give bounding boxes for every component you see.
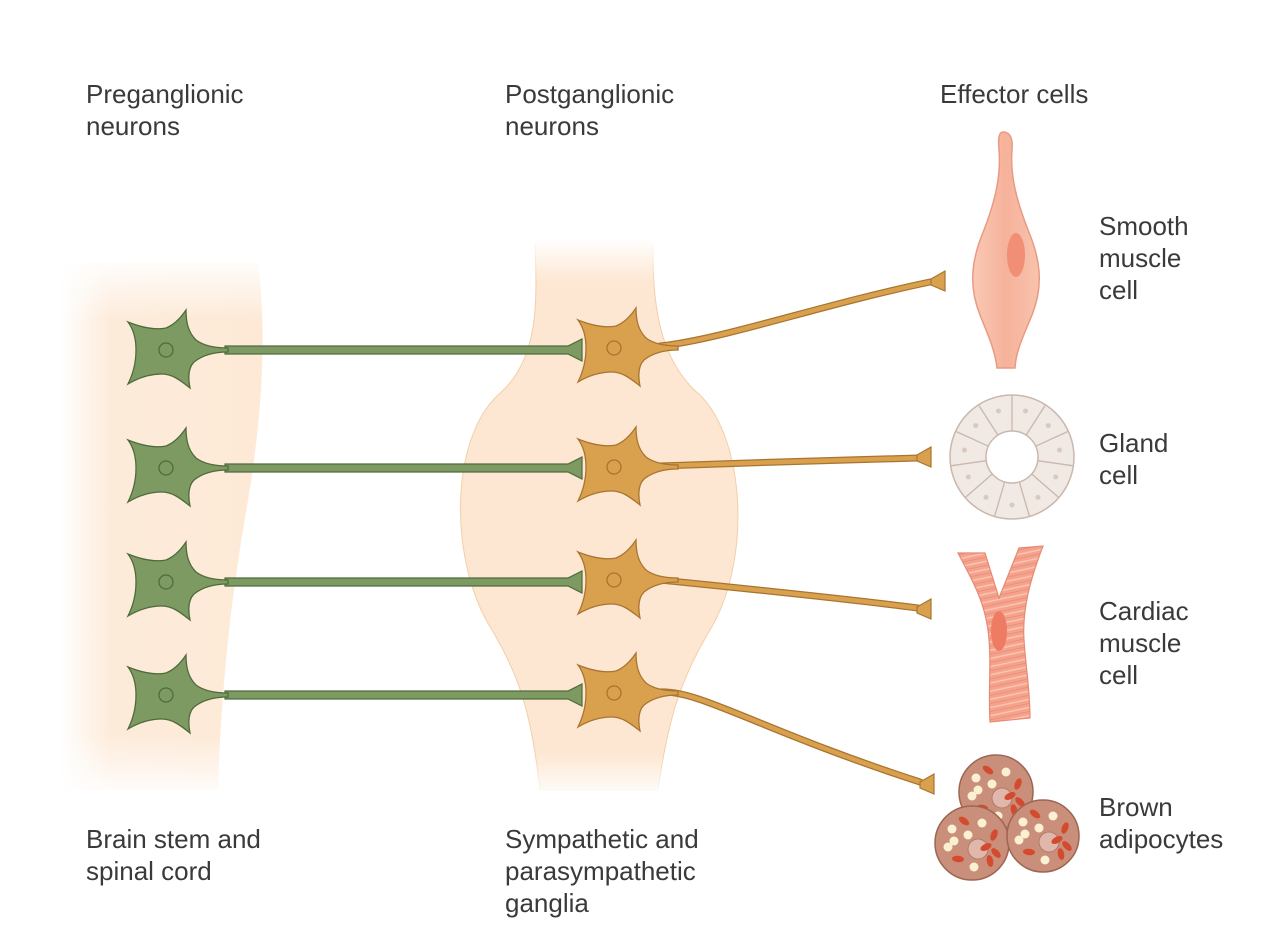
nucleus-icon	[606, 459, 622, 475]
preganglionic-header: Preganglionic neurons	[86, 79, 244, 141]
axon-terminal	[916, 597, 932, 620]
nucleus-icon	[606, 340, 622, 356]
gland-cell-border	[993, 481, 1006, 517]
nucleus-icon	[158, 460, 174, 476]
preganglionic-neuron	[126, 307, 583, 390]
adipocyte-cell	[934, 805, 1010, 881]
axon-terminal	[930, 269, 946, 292]
gland-cell-border	[1025, 404, 1047, 436]
postganglionic-soma	[576, 424, 679, 507]
nucleus-icon	[158, 574, 174, 590]
preganglionic-neurons	[126, 307, 583, 735]
cardiac-muscle-cell-icon	[957, 545, 1044, 723]
gland-cell-label: Gland cell	[1099, 428, 1169, 490]
adipocyte-cell	[1006, 799, 1080, 873]
gland-nucleus	[1053, 474, 1059, 480]
preganglionic-soma	[126, 539, 229, 622]
postganglionic-soma	[576, 537, 679, 620]
brown-adipocytes-icon	[934, 754, 1080, 881]
postganglionic-axon	[657, 455, 921, 469]
preganglionic-soma	[126, 307, 229, 390]
preganglionic-axon	[224, 570, 583, 594]
gland-cell-border	[964, 473, 993, 499]
gland-cell-border	[977, 404, 999, 436]
gland-nucleus	[1023, 408, 1029, 414]
preganglionic-neuron	[126, 652, 583, 735]
preganglionic-soma	[126, 652, 229, 735]
effector-cells-header: Effector cells	[940, 79, 1089, 109]
nucleus-icon	[606, 685, 622, 701]
smooth-muscle-cell-icon	[972, 131, 1040, 369]
gland-nucleus	[995, 408, 1001, 414]
axon-terminal	[916, 445, 932, 468]
preganglionic-axon	[224, 683, 583, 707]
gland-nucleus	[973, 423, 979, 429]
gland-nucleus	[1035, 494, 1041, 500]
postganglionic-soma	[576, 305, 679, 388]
gland-cell-border	[950, 460, 987, 467]
gland-cell-border	[1018, 481, 1031, 517]
preganglionic-soma	[126, 425, 229, 508]
preganglionic-axon	[224, 456, 583, 480]
gland-nucleus	[961, 447, 967, 453]
gland-nucleus	[1057, 447, 1063, 453]
preganglionic-neuron	[126, 539, 583, 622]
gland-cell-border	[1031, 473, 1060, 499]
gland-cell-border	[955, 430, 989, 447]
gland-nucleus	[1045, 423, 1051, 429]
cns-label: Brain stem and spinal cord	[86, 824, 261, 886]
postganglionic-axon	[657, 577, 921, 611]
gland-lumen	[985, 430, 1039, 484]
nucleus-icon	[606, 572, 622, 588]
postganglionic-axon	[657, 279, 933, 349]
gland-cell-icon	[949, 394, 1075, 520]
nucleus-icon	[158, 687, 174, 703]
postganglionic-soma	[576, 650, 679, 733]
nucleus-icon	[158, 342, 174, 358]
postganglionic-header: Postganglionic neurons	[505, 79, 675, 141]
gland-nucleus	[983, 494, 989, 500]
gland-cell-border	[1035, 430, 1069, 447]
preganglionic-axon	[224, 338, 583, 362]
ganglia-label: Sympathetic and parasympathetic ganglia	[505, 824, 699, 918]
preganglionic-neuron	[126, 425, 583, 508]
gland-nucleus	[1009, 502, 1015, 508]
brown-adipocytes-label: Brown adipocytes	[1099, 792, 1224, 854]
smooth-muscle-label: Smooth muscle cell	[1099, 211, 1189, 305]
gland-nucleus	[965, 474, 971, 480]
axon-terminal	[919, 772, 935, 795]
gland-cell-border	[1037, 460, 1074, 467]
postganglionic-neurons	[576, 305, 679, 733]
cardiac-muscle-label: Cardiac muscle cell	[1099, 596, 1189, 690]
